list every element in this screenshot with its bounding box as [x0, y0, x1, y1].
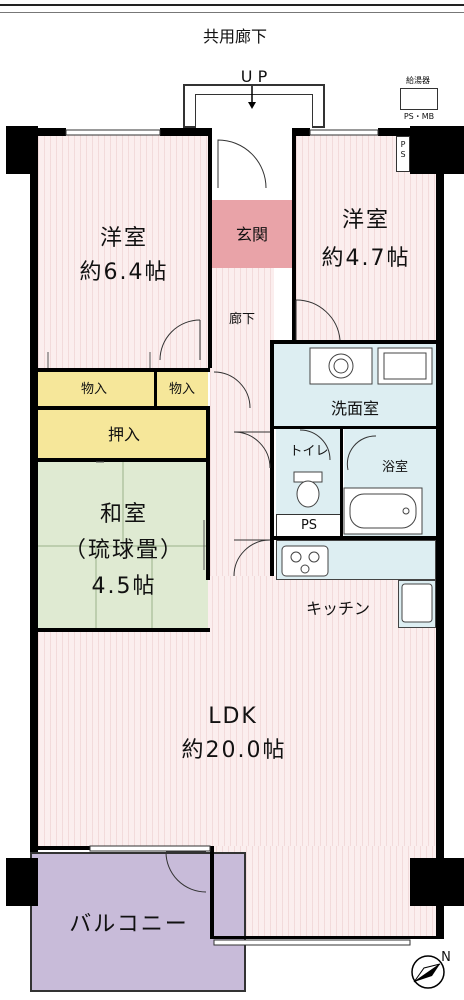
ldk-lower [210, 846, 436, 938]
western-room-left [38, 135, 208, 370]
water-heater-box [400, 88, 438, 110]
compass-label: N [441, 950, 451, 965]
closet-label: 押入 [107, 425, 140, 444]
entrance-label: 玄関 [235, 225, 268, 244]
corridor-line-second [0, 12, 464, 13]
western-right-size: 約4.7帖 [321, 246, 411, 271]
storage-1-label: 物入 [80, 382, 107, 397]
storage-2 [156, 372, 208, 408]
japanese-room-sub: （琉球畳） [63, 538, 184, 563]
balcony-label: バルコニー [69, 912, 189, 937]
bath-label: 浴室 [381, 460, 408, 475]
corridor-line-top [0, 4, 464, 6]
western-left-name: 洋室 [99, 226, 148, 251]
stair-landing-inner [195, 94, 313, 128]
storage-2-label: 物入 [168, 382, 195, 397]
japanese-room-size: 4.5帖 [91, 574, 157, 599]
ps-top-label: P S [400, 140, 406, 159]
ps-bottom-label: PS [300, 518, 318, 533]
western-right-name: 洋室 [341, 208, 390, 233]
water-heater-label: 給湯器 [406, 76, 430, 85]
entrance [210, 200, 294, 268]
western-room-right [296, 135, 436, 340]
ps-mb-label: PS・MB [403, 112, 435, 121]
storage-1 [38, 372, 154, 408]
hallway-label: 廊下 [228, 312, 255, 327]
toilet-label: トイレ [289, 444, 329, 459]
stairs-label: U P [240, 67, 268, 86]
corridor-label: 共用廊下 [202, 27, 267, 46]
kitchen-label: キッチン [305, 599, 370, 618]
ps-top-box [396, 136, 410, 172]
japanese-room-name: 和室 [99, 502, 148, 527]
ldk-name: LDK [208, 704, 258, 729]
hallway [210, 268, 274, 576]
arrow-down-icon [247, 86, 257, 110]
western-left-size: 約6.4帖 [79, 260, 169, 285]
ldk-size: 約20.0帖 [181, 738, 287, 763]
washroom-label: 洗面室 [330, 399, 379, 418]
closet [38, 410, 208, 460]
